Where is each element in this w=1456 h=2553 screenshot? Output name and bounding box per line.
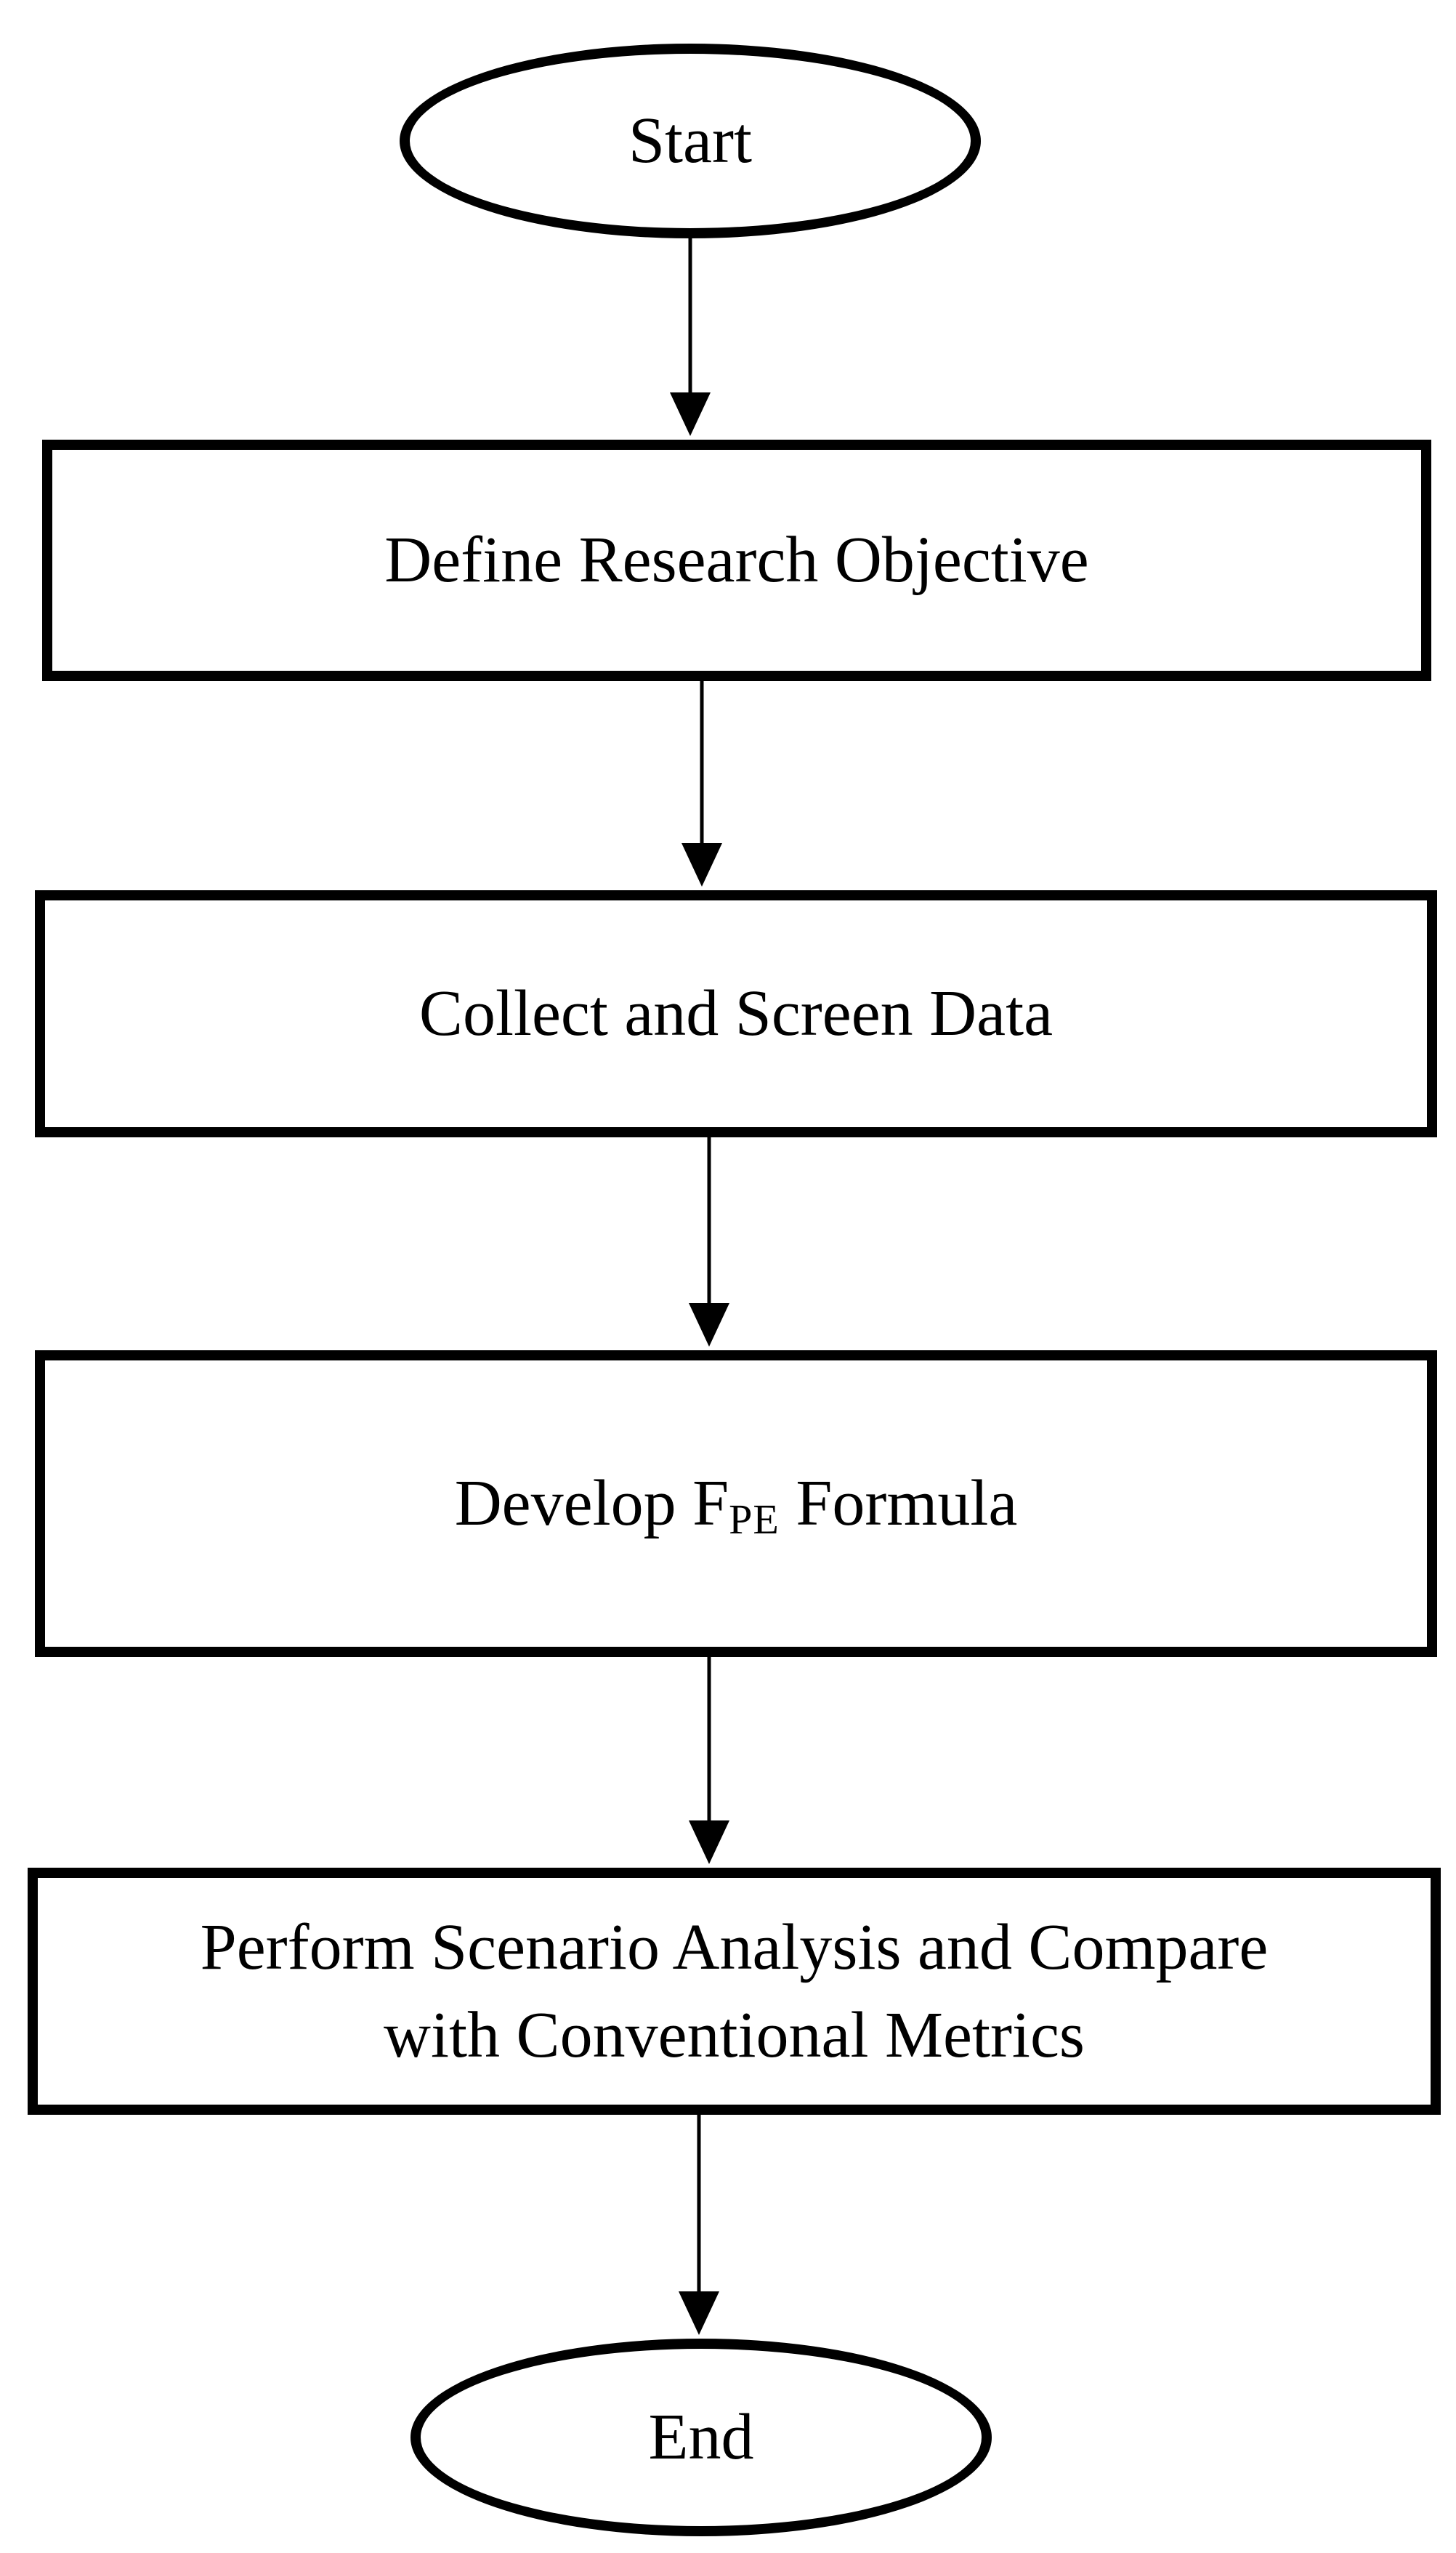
edge-start-to-define: [670, 238, 711, 436]
end-node: End: [410, 2339, 992, 2536]
develop-label-prefix: Develop F: [454, 1467, 729, 1540]
start-node: Start: [400, 44, 981, 238]
develop-label-subscript: PE: [729, 1496, 780, 1544]
perform-label-line-1: Perform Scenario Analysis and Compare: [200, 1911, 1269, 1983]
develop-fpe-formula-label: Develop FPE Formula: [455, 1459, 1018, 1548]
perform-scenario-analysis-label: Perform Scenario Analysis and Compare wi…: [201, 1903, 1269, 2080]
collect-and-screen-data-label: Collect and Screen Data: [418, 977, 1053, 1050]
define-research-objective-node: Define Research Objective: [42, 440, 1431, 681]
collect-and-screen-data-node: Collect and Screen Data: [35, 890, 1437, 1137]
define-research-objective-label: Define Research Objective: [384, 524, 1089, 597]
start-label: Start: [628, 105, 752, 177]
edge-perform-to-end: [679, 2115, 719, 2335]
edge-develop-to-perform: [689, 1657, 729, 1864]
end-label: End: [648, 2401, 754, 2474]
develop-fpe-formula-node: Develop FPE Formula: [35, 1350, 1437, 1657]
perform-label-line-2: with Conventional Metrics: [384, 1999, 1085, 2071]
edge-define-to-collect: [682, 681, 722, 887]
develop-label-suffix: Formula: [779, 1467, 1018, 1540]
edge-collect-to-develop: [689, 1137, 729, 1347]
perform-scenario-analysis-node: Perform Scenario Analysis and Compare wi…: [28, 1868, 1441, 2115]
